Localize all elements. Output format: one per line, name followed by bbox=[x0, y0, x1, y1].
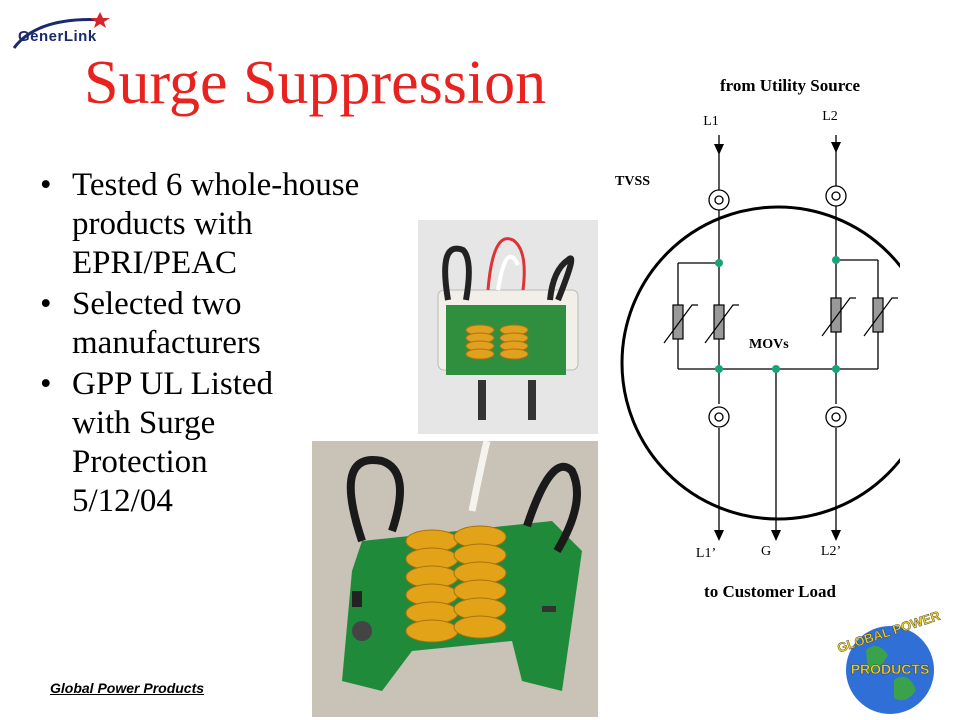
pcb-image bbox=[312, 441, 598, 717]
from-utility-caption: from Utility Source bbox=[720, 76, 861, 95]
tvss-label: TVSS bbox=[615, 174, 650, 189]
logo-swoosh-icon bbox=[12, 12, 110, 49]
global-power-products-logo: GLOBAL POWER PRODUCTS bbox=[835, 610, 943, 714]
logo-text: GenerLink bbox=[18, 28, 97, 45]
pcb-photo bbox=[312, 441, 598, 717]
surge-module-photo bbox=[418, 220, 598, 434]
to-customer-caption: to Customer Load bbox=[704, 582, 836, 601]
generlink-logo bbox=[8, 6, 118, 56]
bullet-item: Selected two manufacturers bbox=[40, 285, 302, 363]
bullet-item: GPP UL Listed with Surge Protection 5/12… bbox=[40, 365, 302, 521]
terminal-label-l1-prime: L1’ bbox=[696, 546, 716, 561]
bullet-list: Tested 6 whole-house products with EPRI/… bbox=[40, 166, 410, 523]
terminal-label-l2: L2 bbox=[822, 109, 838, 124]
tvss-circuit-diagram: from Utility Source L1 L2 TVSS bbox=[615, 76, 900, 601]
node-dot-icon bbox=[715, 256, 840, 373]
bullet-item: Tested 6 whole-house products with EPRI/… bbox=[40, 166, 402, 283]
tvss-enclosure bbox=[620, 205, 900, 521]
terminal-label-l1: L1 bbox=[703, 114, 719, 129]
slide-title: Surge Suppression bbox=[84, 49, 547, 117]
terminal-icon bbox=[708, 185, 847, 428]
arrowheads bbox=[714, 142, 841, 541]
movs-label: MOVs bbox=[749, 337, 789, 352]
mov-resistor-icon bbox=[663, 297, 898, 344]
terminal-label-g: G bbox=[761, 544, 771, 559]
surge-module-image bbox=[418, 220, 598, 434]
footer-company: Global Power Products bbox=[50, 680, 205, 696]
globe-logo-line2: PRODUCTS bbox=[851, 661, 930, 677]
terminal-label-l2-prime: L2’ bbox=[821, 544, 841, 559]
